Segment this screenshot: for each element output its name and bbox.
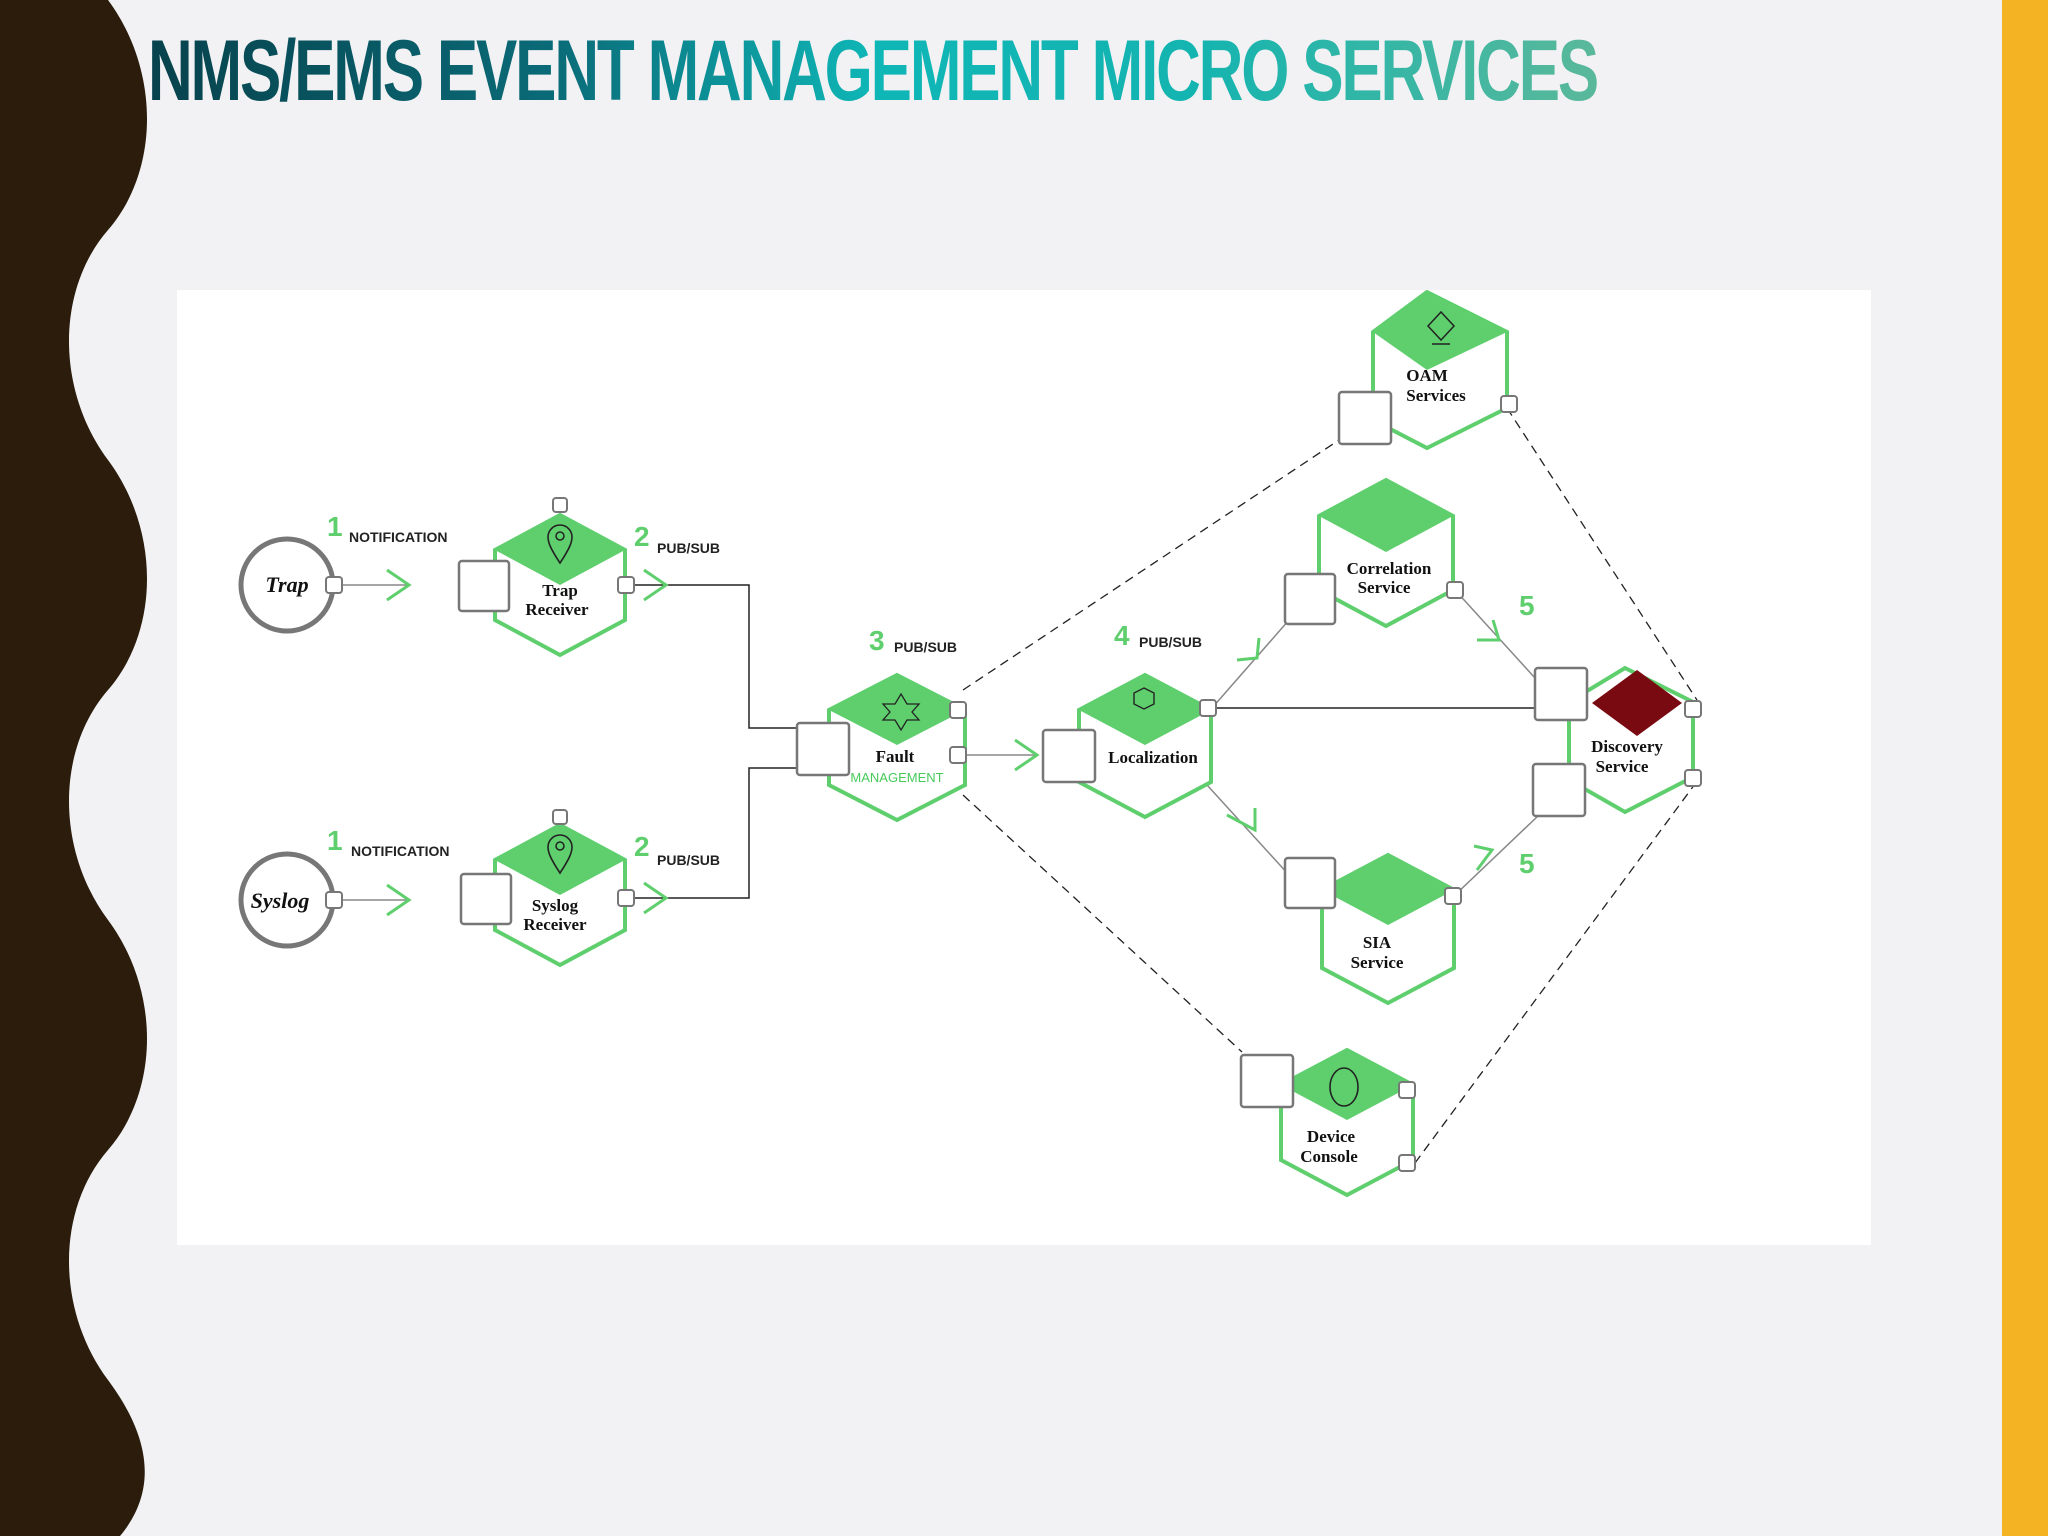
right-accent-bar [2002, 0, 2048, 1536]
step-1-label: NOTIFICATION [349, 529, 448, 545]
step-2-label: PUB/SUB [657, 852, 720, 868]
arrow-sia-to-discovery [1473, 844, 1495, 871]
node-label: Discovery [1591, 737, 1663, 756]
node-label: SIA [1363, 933, 1392, 952]
discovery-service-node: Discovery Service [1531, 665, 1702, 818]
dashed-device-console-to-discovery [1414, 783, 1696, 1164]
map-pin-icon [547, 834, 573, 875]
connector-localization-to-correlation [1211, 619, 1290, 709]
node-label: Trap [542, 581, 578, 600]
step-1-number: 1 [327, 511, 343, 542]
dashed-fault-to-oam [962, 437, 1343, 691]
node-label: Syslog [532, 896, 579, 915]
node-label: Service [1351, 953, 1404, 972]
node-label: Service [1358, 578, 1411, 597]
step-3-number: 3 [869, 625, 885, 656]
syslog-source: Syslog [238, 851, 343, 949]
node-label: Device [1307, 1127, 1356, 1146]
device-console-node: Device Console [1239, 1047, 1416, 1198]
dashed-oam-to-discovery [1506, 407, 1698, 701]
step-labels: 1 NOTIFICATION 1 NOTIFICATION 2 PUB/SUB … [327, 511, 1535, 879]
arrow-fault-pubsub [1014, 738, 1040, 772]
connector-correlation-to-discovery [1454, 589, 1536, 679]
step-2-number: 2 [634, 521, 650, 552]
step-3-label: PUB/SUB [894, 639, 957, 655]
node-sublabel: MANAGEMENT [850, 770, 943, 785]
connector-localization-to-sia [1206, 784, 1290, 876]
sia-service-node: SIA Service [1283, 852, 1462, 1006]
step-4-number: 4 [1114, 620, 1130, 651]
localization-node: Localization [1041, 672, 1217, 820]
step-4-label: PUB/SUB [1139, 634, 1202, 650]
dashed-fault-to-device-console [962, 794, 1243, 1053]
left-decorative-band [0, 0, 147, 1536]
diagram-panel: Trap Syslog 1 NOTIFICATION 1 NOTIFICATIO… [177, 290, 1871, 1245]
connector-sia-to-discovery [1454, 814, 1540, 896]
connectors [335, 407, 1698, 1164]
step-1-number: 1 [327, 825, 343, 856]
syslog-receiver-node: Syslog Receiver [459, 809, 635, 968]
arrow-syslog-pubsub [643, 881, 669, 915]
node-label: Fault [876, 747, 915, 766]
star-icon [881, 692, 921, 732]
slide-title: NMS/EMS EVENT MANAGEMENT MICRO SERVICES [148, 23, 1599, 119]
arrow-to-correlation [1236, 637, 1261, 662]
fault-management-node: Fault MANAGEMENT [795, 672, 967, 823]
trap-source-label: Trap [265, 572, 308, 597]
trap-receiver-node: Trap Receiver [457, 497, 635, 658]
connector-trap-to-fault [629, 584, 807, 729]
correlation-service-node: Correlation Service [1283, 477, 1464, 629]
step-1-label: NOTIFICATION [351, 843, 450, 859]
step-2-number: 2 [634, 831, 650, 862]
node-label: Correlation [1347, 559, 1432, 578]
trap-source: Trap [238, 536, 343, 634]
syslog-source-label: Syslog [251, 888, 310, 913]
diamond-icon [1426, 310, 1456, 345]
node-label: Services [1406, 386, 1466, 405]
arrow-trap-notification [386, 568, 412, 602]
node-label: Console [1300, 1147, 1358, 1166]
step-2-label: PUB/SUB [657, 540, 720, 556]
node-label: OAM [1406, 366, 1448, 385]
ellipse-icon [1329, 1067, 1359, 1107]
step-5-number: 5 [1519, 590, 1535, 621]
oam-services-node: OAM Services [1337, 290, 1518, 451]
node-label: Receiver [525, 600, 589, 619]
node-label: Service [1596, 757, 1649, 776]
connector-syslog-to-fault [629, 767, 807, 899]
node-label: Localization [1108, 748, 1198, 767]
arrow-trap-pubsub [643, 568, 669, 602]
arrow-correlation-to-discovery [1477, 619, 1502, 642]
arrow-to-sia [1226, 808, 1257, 833]
map-pin-icon [547, 524, 573, 565]
hexagon-icon [1133, 687, 1155, 710]
node-label: Receiver [523, 915, 587, 934]
step-5-number: 5 [1519, 848, 1535, 879]
arrow-syslog-notification [386, 883, 412, 917]
event-flow-diagram: Trap Syslog 1 NOTIFICATION 1 NOTIFICATIO… [238, 290, 1702, 1198]
